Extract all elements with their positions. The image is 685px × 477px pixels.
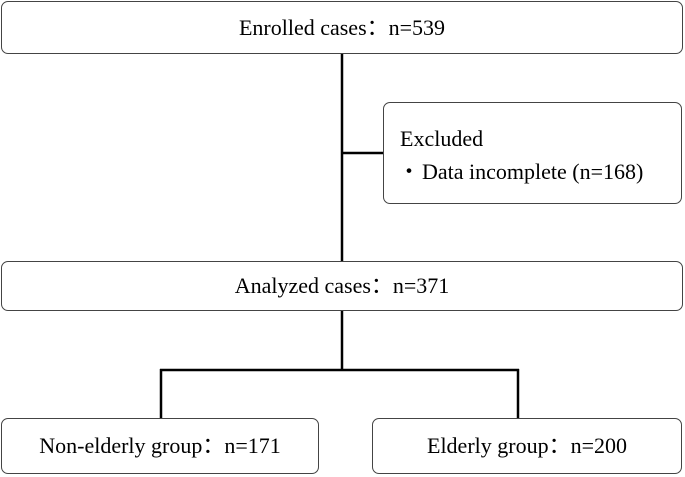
elderly-group-label: Elderly group：n=200 [427, 433, 627, 458]
non-elderly-group-box: Non-elderly group：n=171 [1, 418, 319, 474]
elderly-group-box: Elderly group：n=200 [372, 418, 682, 474]
excluded-box: Excluded ・Data incomplete (n=168) [383, 102, 682, 204]
enrolled-cases-box: Enrolled cases：n=539 [1, 1, 683, 54]
enrolled-cases-label: Enrolled cases：n=539 [238, 14, 446, 40]
analyzed-cases-label: Analyzed cases：n=371 [234, 273, 450, 298]
excluded-item-label: Data incomplete (n=168) [422, 159, 644, 184]
excluded-title: Excluded [400, 126, 484, 151]
bullet-icon: ・ [398, 159, 421, 184]
analyzed-cases-box: Analyzed cases：n=371 [1, 261, 683, 311]
non-elderly-group-label: Non-elderly group：n=171 [39, 433, 281, 458]
excluded-item: ・Data incomplete (n=168) [398, 161, 643, 183]
